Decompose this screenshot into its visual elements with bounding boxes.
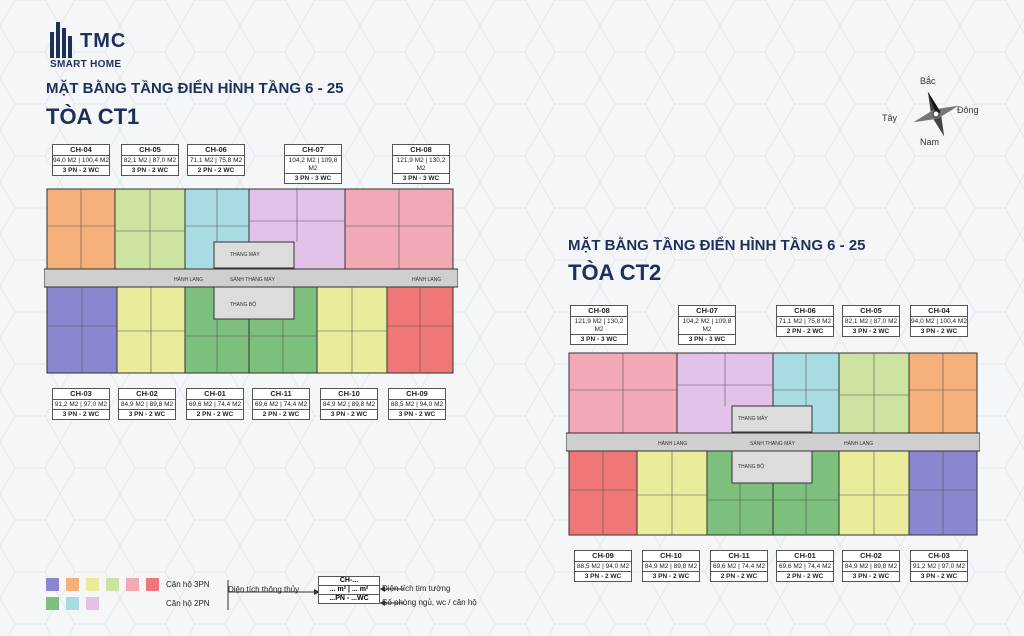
legend-swatch xyxy=(86,578,99,591)
brand-name: TMC xyxy=(80,30,127,52)
ct2-stair-core xyxy=(731,450,813,484)
legend-swatch xyxy=(146,578,159,591)
ct2-stairs-label: THANG BỘ xyxy=(738,463,764,470)
tmc-logo-icon xyxy=(50,22,72,58)
legend-arrows xyxy=(380,586,404,606)
legend-wall-area-label: Diện tích tim tường xyxy=(382,584,451,593)
legend-sample-rooms: ...PN - ...WC xyxy=(329,595,369,602)
ct1-heading: MẶT BẰNG TẦNG ĐIỂN HÌNH TẦNG 6 - 25 xyxy=(46,80,344,97)
ct2-heading: MẶT BẰNG TẦNG ĐIỂN HÌNH TẦNG 6 - 25 xyxy=(568,237,866,254)
legend-swatch xyxy=(46,597,59,610)
legend-bracket xyxy=(227,580,320,610)
ct2-elevator-label: THANG MÁY xyxy=(738,415,768,422)
legend-swatch xyxy=(66,597,79,610)
legend-sample-area: ... m² | ... m² xyxy=(319,586,379,595)
ct2-corridor-label-2: HÀNH LANG xyxy=(844,440,873,447)
ct1-elevator-core xyxy=(213,241,295,269)
compass-east-label: Đông xyxy=(957,105,979,115)
legend-2pn-label: Căn hộ 2PN xyxy=(166,599,210,608)
legend-sample-tag: CH-... ... m² | ... m² ...PN - ...WC xyxy=(318,576,380,604)
ct2-floor-plan: THANG MÁY HÀNH LANG SẢNH THANG MÁY THANG… xyxy=(566,352,980,536)
brand-subtitle: SMART HOME xyxy=(50,59,122,70)
ct2-tower-title: TÒA CT2 xyxy=(568,260,662,285)
compass-rose-icon xyxy=(913,91,959,137)
ct1-elevator-label: THANG MÁY xyxy=(230,251,260,258)
ct1-floor-plan: THANG MÁY HÀNH LANG SẢNH THANG MÁY THANG… xyxy=(44,188,458,374)
legend-3pn-label: Căn hộ 3PN xyxy=(166,580,210,589)
ct2-elevator-core xyxy=(731,405,813,433)
legend-swatch xyxy=(126,578,139,591)
ct1-stairs-label: THANG BỘ xyxy=(230,301,256,308)
legend-swatch xyxy=(46,578,59,591)
legend-swatch xyxy=(86,597,99,610)
ct1-lobby-label: SẢNH THANG MÁY xyxy=(230,276,276,283)
ct2-lobby-label: SẢNH THANG MÁY xyxy=(750,440,796,447)
legend-swatch xyxy=(66,578,79,591)
ct1-corridor-label: HÀNH LANG xyxy=(174,276,203,283)
compass-west-label: Tây xyxy=(882,113,898,123)
legend-rooms-label: Số phòng ngủ, wc / căn hộ xyxy=(382,598,477,607)
compass-north-label: Bắc xyxy=(920,76,936,86)
ct1-corridor-label-2: HÀNH LANG xyxy=(412,276,441,283)
ct1-stair-core xyxy=(213,286,295,320)
ct1-tower-title: TÒA CT1 xyxy=(46,104,140,129)
compass-south-label: Nam xyxy=(920,137,940,147)
legend-swatch xyxy=(106,578,119,591)
legend-sample-code: CH-... xyxy=(319,577,379,586)
ct2-corridor-label: HÀNH LANG xyxy=(658,440,687,447)
legend-net-area-label: Diện tích thông thủy xyxy=(228,585,300,594)
